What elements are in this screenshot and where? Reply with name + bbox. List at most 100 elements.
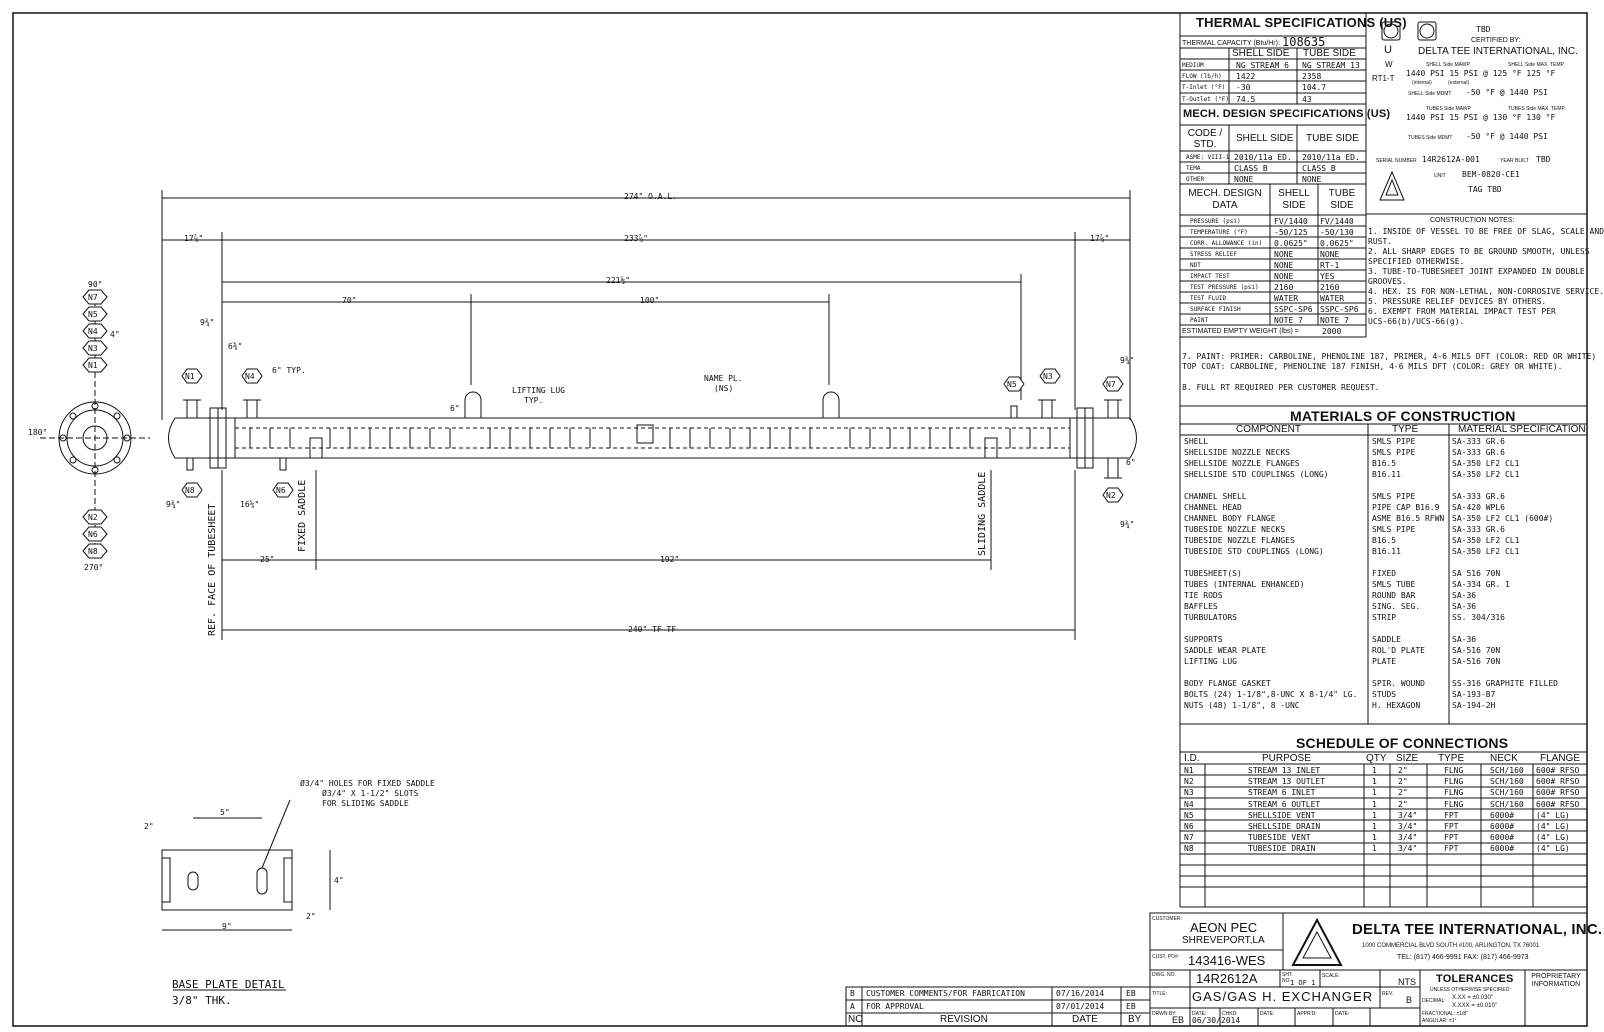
customer-city: SHREVEPORT,LA bbox=[1182, 935, 1265, 946]
date-value: 06/30/2014 bbox=[1192, 1016, 1241, 1025]
construction-note-line: 5. PRESSURE RELIEF DEVICES BY OTHERS. bbox=[1368, 297, 1547, 306]
material-spec: SS. 304/316 bbox=[1452, 613, 1505, 622]
connection-cell: FLNG bbox=[1444, 788, 1464, 798]
mech-data-row-tube: YES bbox=[1320, 272, 1335, 281]
connection-cell: SCH/160 bbox=[1490, 788, 1524, 798]
thermal-title: THERMAL SPECIFICATIONS (US) bbox=[1196, 15, 1407, 30]
sheet-border bbox=[12, 12, 1588, 1027]
mech-spec-row-label: ASME: VIII-1 bbox=[1186, 154, 1230, 161]
connection-cell: SCH/160 bbox=[1490, 777, 1524, 787]
stamp-internal: (internal) bbox=[1412, 80, 1432, 86]
connection-cell: 6000# bbox=[1490, 810, 1515, 820]
dim-9-d: 9¾" bbox=[1120, 520, 1135, 529]
dwg-value: 14R2612A bbox=[1196, 971, 1258, 986]
mech-data-row-tube: 2160 bbox=[1320, 283, 1340, 292]
base-note-2: Ø3/4" X 1-1/2" SLOTS bbox=[322, 789, 419, 798]
po-label: CUST. PO#: bbox=[1152, 954, 1180, 960]
connections-header-cell: PURPOSE bbox=[1262, 753, 1311, 764]
material-component: SHELLSIDE NOZZLE FLANGES bbox=[1184, 459, 1300, 468]
connections-header-cell: NECK bbox=[1490, 753, 1518, 764]
decimal-1: X.XX = ±0.030" bbox=[1452, 995, 1493, 1001]
mech-data-row-label: TEMPERATURE (°F) bbox=[1190, 229, 1248, 236]
tb-phone: TEL: (817) 466-9991 FAX: (817) 466-9973 bbox=[1397, 954, 1529, 961]
material-type: SMLS PIPE bbox=[1372, 437, 1416, 446]
connection-cell: 600# RFSO bbox=[1536, 777, 1580, 787]
material-component: SADDLE WEAR PLATE bbox=[1184, 646, 1266, 655]
stamp-u: U bbox=[1384, 44, 1392, 56]
date2-label: DATE: bbox=[1260, 1011, 1275, 1017]
name-plate-label: NAME PL. bbox=[704, 374, 743, 383]
stamp-company: DELTA TEE INTERNATIONAL, INC. bbox=[1418, 46, 1578, 57]
mech-data-row-label: NDT bbox=[1190, 262, 1201, 269]
mech-data-row-tube: 0.0625" bbox=[1320, 239, 1354, 248]
material-type: B16.5 bbox=[1372, 536, 1397, 545]
mech-data-row-tube: -50/130 bbox=[1320, 228, 1354, 237]
dim-oal: 274" O.A.L. bbox=[624, 192, 677, 201]
nozzle-balloon-n4-side: N4 bbox=[245, 372, 255, 381]
date3-label: DATE: bbox=[1335, 1011, 1350, 1017]
nozzle-balloon-n8: N8 bbox=[88, 547, 98, 556]
connection-cell: 1 bbox=[1372, 777, 1377, 787]
empty-weight-value: 2000 bbox=[1322, 327, 1342, 336]
connections-title: SCHEDULE OF CONNECTIONS bbox=[1296, 735, 1509, 751]
material-spec: SA-193-B7 bbox=[1452, 690, 1496, 699]
mech-data-row-tube: NONE bbox=[1320, 250, 1340, 259]
mech-data-row-shell: -50/125 bbox=[1274, 228, 1308, 237]
rev-header-by: BY bbox=[1128, 1014, 1142, 1025]
base-dim-5: 5" bbox=[220, 808, 230, 817]
thermal-tube-header: TUBE SIDE bbox=[1303, 48, 1356, 59]
material-spec: SA-350 LF2 CL1 (600#) bbox=[1452, 514, 1554, 523]
mech-data-row-label: IMPACT TEST bbox=[1190, 273, 1230, 280]
mech-spec-row-tube: 2010/11a ED. bbox=[1302, 153, 1360, 162]
mech-data-row-label: PAINT bbox=[1190, 317, 1209, 324]
revision-text: FOR APPROVAL bbox=[866, 1002, 924, 1011]
mech-data-row-shell: 2160 bbox=[1274, 283, 1294, 292]
connection-cell: N5 bbox=[1184, 810, 1194, 820]
connection-cell: STREAM 13 OUTLET bbox=[1248, 777, 1326, 787]
connection-cell: N4 bbox=[1184, 799, 1194, 809]
base-dim-4: 4" bbox=[334, 876, 344, 885]
mech-spec-row-tube: CLASS B bbox=[1302, 164, 1336, 173]
stamp-unit: BEM-0820-CE1 bbox=[1462, 170, 1520, 179]
connection-cell: 3/4" bbox=[1398, 833, 1418, 843]
material-component: BODY FLANGE GASKET bbox=[1184, 679, 1271, 688]
materials-header-type: TYPE bbox=[1392, 424, 1419, 435]
connection-cell: SCH/160 bbox=[1490, 799, 1524, 809]
connection-cell: 600# RFSO bbox=[1536, 788, 1580, 798]
material-spec: SA-350 LF2 CL1 bbox=[1452, 547, 1520, 556]
connection-cell: SCH/160 bbox=[1490, 766, 1524, 775]
connection-cell: 1 bbox=[1372, 788, 1377, 798]
connection-cell: N6 bbox=[1184, 822, 1194, 831]
mech-data-row-tube: WATER bbox=[1320, 294, 1345, 303]
decimal-2: X.XXX = ±0.010" bbox=[1452, 1003, 1497, 1009]
note-7a: 7. PAINT: PRIMER: CARBOLINE, PHENOLINE 1… bbox=[1182, 352, 1597, 361]
connection-cell: 1 bbox=[1372, 822, 1377, 831]
connection-cell: FLNG bbox=[1444, 777, 1464, 787]
material-spec: SA-350 LF2 CL1 bbox=[1452, 536, 1520, 545]
mech-data-title: MECH. DESIGN DATA bbox=[1188, 188, 1262, 211]
connection-cell: STREAM 6 INLET bbox=[1248, 788, 1316, 798]
tolerances-sub: UNLESS OTHERWISE SPECIFIED: bbox=[1430, 987, 1511, 993]
stamp-external: (external) bbox=[1448, 80, 1470, 86]
rev-header-date: DATE bbox=[1072, 1014, 1098, 1025]
thermal-row-tube: 2358 bbox=[1302, 72, 1322, 81]
lifting-lug-typ: TYP. bbox=[524, 396, 544, 405]
sliding-saddle-label: SLIDING SADDLE bbox=[977, 471, 988, 556]
connection-cell: 1 bbox=[1372, 799, 1377, 809]
nozzle-balloon-n2-side: N2 bbox=[1106, 491, 1116, 500]
nozzle-balloon-n6: N6 bbox=[88, 530, 98, 539]
revision-by: EB bbox=[1126, 989, 1136, 998]
sht-label: SHT. NO. bbox=[1282, 972, 1293, 984]
empty-weight-label: ESTIMATED EMPTY WEIGHT (lbs) = bbox=[1182, 328, 1299, 335]
material-type: PIPE CAP B16.9 bbox=[1372, 503, 1440, 512]
material-spec: SA-36 bbox=[1452, 591, 1477, 600]
dim-100: 100" bbox=[640, 296, 660, 305]
stamp-shell-mawp-label: SHELL Side MAWP bbox=[1426, 62, 1470, 68]
mech-data-tube-header: TUBE SIDE bbox=[1328, 188, 1356, 211]
connection-cell: 2" bbox=[1398, 777, 1408, 787]
stamp-tubes-mawp-label: TUBES Side MAWP bbox=[1426, 106, 1471, 112]
mech-data-row-tube: FV/1440 bbox=[1320, 217, 1354, 226]
mech-data-row-shell: NOTE 7 bbox=[1274, 316, 1303, 325]
construction-note-line: 4. HEX. IS FOR NON-LETHAL, NON-CORROSIVE… bbox=[1368, 287, 1604, 296]
